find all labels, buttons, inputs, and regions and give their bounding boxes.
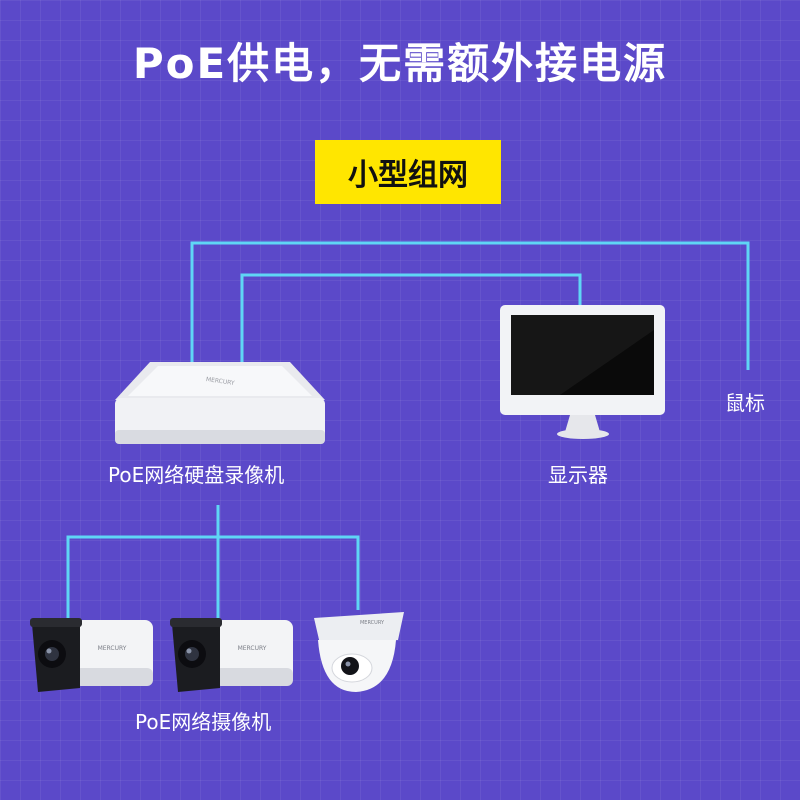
camera-branch-cable bbox=[66, 535, 360, 622]
dome-camera: MERCURY bbox=[314, 612, 404, 692]
monitor-cable bbox=[240, 273, 582, 368]
camera-1-brand: MERCURY bbox=[98, 645, 127, 652]
bullet-camera-1: MERCURY bbox=[30, 618, 153, 692]
monitor-label: 显示器 bbox=[548, 463, 608, 487]
topology-tag: 小型组网 bbox=[315, 140, 501, 204]
mouse-label: 鼠标 bbox=[725, 391, 765, 415]
nvr-label: PoE网络硬盘录像机 bbox=[108, 463, 285, 487]
page-title: PoE供电，无需额外接电源 bbox=[132, 39, 668, 88]
bullet-camera-2: MERCURY bbox=[170, 618, 293, 692]
camera-3-brand: MERCURY bbox=[360, 620, 385, 626]
cameras-label: PoE网络摄像机 bbox=[135, 710, 272, 734]
cables bbox=[66, 241, 750, 622]
monitor-device bbox=[500, 305, 665, 439]
camera-2-brand: MERCURY bbox=[238, 645, 267, 652]
nvr-device: MERCURY bbox=[115, 362, 325, 444]
nvr-brand: MERCURY bbox=[205, 376, 235, 387]
mouse-cable bbox=[190, 241, 750, 370]
